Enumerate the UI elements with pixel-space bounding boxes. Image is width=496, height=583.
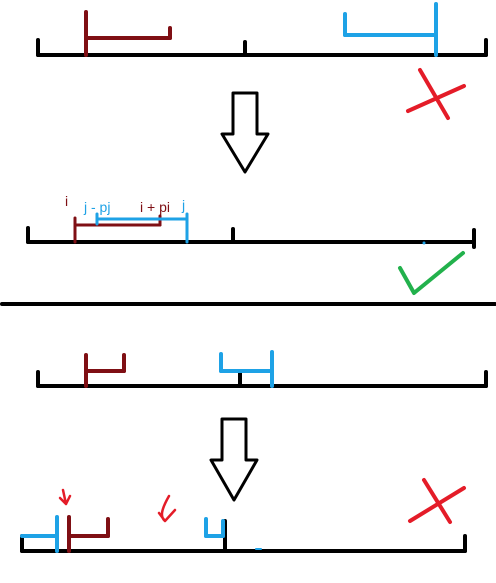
label-i-plus-pi: i + pi <box>140 199 170 215</box>
interval-blue <box>219 350 274 388</box>
interval-blue <box>20 515 59 553</box>
axis-dot <box>422 241 426 245</box>
small-arrow-icon <box>157 494 177 523</box>
label-i: i <box>65 193 68 209</box>
label-j-minus-pj: j - pj <box>83 199 110 215</box>
panel-3 <box>36 350 488 388</box>
axis-line <box>36 370 488 388</box>
interval-blue <box>343 2 438 57</box>
cross-icon <box>406 68 466 120</box>
axis-line <box>36 38 488 57</box>
panel-2: i j - pj i + pi j <box>26 193 476 295</box>
check-icon <box>398 251 465 295</box>
panel-1 <box>36 2 488 120</box>
panel-4 <box>20 478 467 553</box>
interval-maroon <box>67 515 110 553</box>
down-arrow-icon <box>209 417 259 502</box>
interval-blue <box>95 212 189 244</box>
down-arrow-icon <box>220 91 270 174</box>
axis-line <box>26 226 476 249</box>
interval-maroon <box>84 353 126 388</box>
small-arrow-icon <box>58 488 72 506</box>
interval-maroon <box>84 10 172 57</box>
label-j: j <box>181 197 185 213</box>
interval-blue <box>204 517 225 538</box>
cross-icon <box>408 478 466 524</box>
